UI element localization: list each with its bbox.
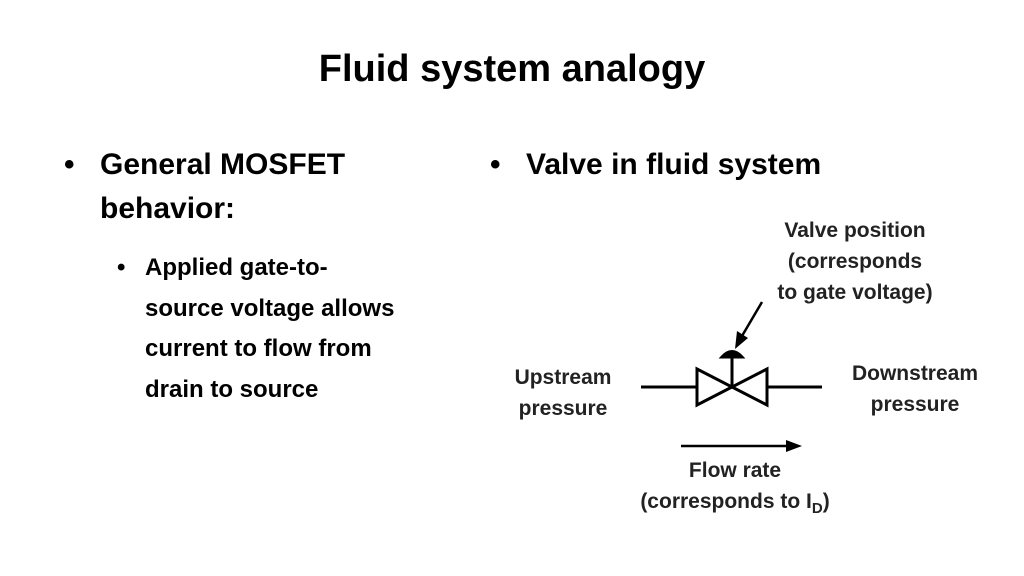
valve-handle bbox=[718, 350, 746, 359]
left-bullet: • General MOSFET behavior: bbox=[64, 143, 410, 231]
left-bullet-text: General MOSFET behavior: bbox=[100, 148, 346, 225]
right-bullet: • Valve in fluid system bbox=[490, 143, 946, 187]
flow-label-subscript: D bbox=[812, 500, 823, 517]
valve-left-triangle bbox=[695, 366, 736, 408]
flow-arrow bbox=[681, 440, 802, 452]
flow-label-suffix: ) bbox=[823, 490, 830, 513]
left-sub-bullet: • Applied gate-to-source voltage allows … bbox=[117, 248, 395, 410]
valve-label-line-2: (corresponds bbox=[788, 250, 922, 273]
valve-pointer-arrow bbox=[735, 301, 764, 349]
downstream-label-line-1: Downstream bbox=[852, 362, 978, 385]
valve-symbol bbox=[641, 350, 822, 408]
bullet-dot: • bbox=[64, 148, 75, 181]
flow-label-line-2: (corresponds to ID) bbox=[640, 490, 829, 517]
valve-label-line-3: to gate voltage) bbox=[777, 281, 932, 304]
flow-label-line-1: Flow rate bbox=[689, 459, 781, 482]
downstream-label-line-2: pressure bbox=[871, 393, 960, 416]
left-sub-bullet-text: Applied gate-to-source voltage allows cu… bbox=[145, 254, 395, 403]
sub-bullet-dot: • bbox=[117, 254, 126, 281]
upstream-label-line-2: pressure bbox=[519, 397, 608, 420]
slide-title: Fluid system analogy bbox=[318, 48, 706, 90]
valve-right-triangle bbox=[728, 366, 769, 408]
right-bullet-text: Valve in fluid system bbox=[526, 148, 822, 181]
bullet-dot: • bbox=[490, 148, 501, 181]
flow-label-text: (corresponds to I bbox=[640, 490, 812, 513]
upstream-label-line-1: Upstream bbox=[515, 366, 612, 389]
valve-label-line-1: Valve position bbox=[784, 219, 925, 242]
